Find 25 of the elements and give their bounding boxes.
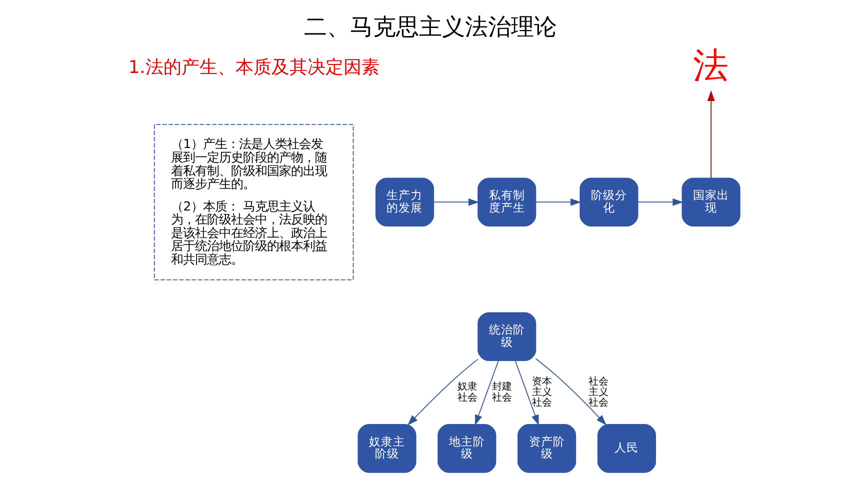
label: 1.法的产生、本质及其决定因素 [128,57,379,78]
node-box: 资产阶级 [517,424,576,472]
node-box: 生产力的发展 [374,177,434,226]
arrow [474,360,498,426]
node-box: 阶级分化 [579,177,638,226]
edge-label: 资本主义社会 [531,376,552,408]
diagram-title: 二、马克思主义法治理论 [304,14,556,40]
arrow [514,360,538,426]
node-box: 统治阶级 [477,312,536,361]
node-box: （1）产生：法是人类社会发展到一定历史阶段的产物，随着私有制、阶级和国家的出现而逐步产生的。 （2）本质： 马克思主义认为，在阶级社会中，法反映的是该社会中在经济上、政治上居于统治地位阶级的根本利益和共同意志。 [153,123,354,280]
node-text: 法 [692,44,729,86]
arrow [706,90,714,178]
arrow [637,198,683,206]
arrow [406,358,478,425]
node-box: 私有制度产生 [477,177,536,226]
edge-label: 奴隶社会 [456,381,477,403]
arrow [432,198,479,206]
node-box: 人民 [596,424,656,472]
node-box: 奴隶主阶级 [357,424,416,472]
node-box: 国家出现 [681,177,740,226]
edge-label: 封建社会 [491,381,512,403]
arrow [534,358,606,425]
edge-label: 社会主义社会 [588,376,608,408]
node-box: 地主阶级 [437,424,496,472]
arrow [535,198,581,206]
